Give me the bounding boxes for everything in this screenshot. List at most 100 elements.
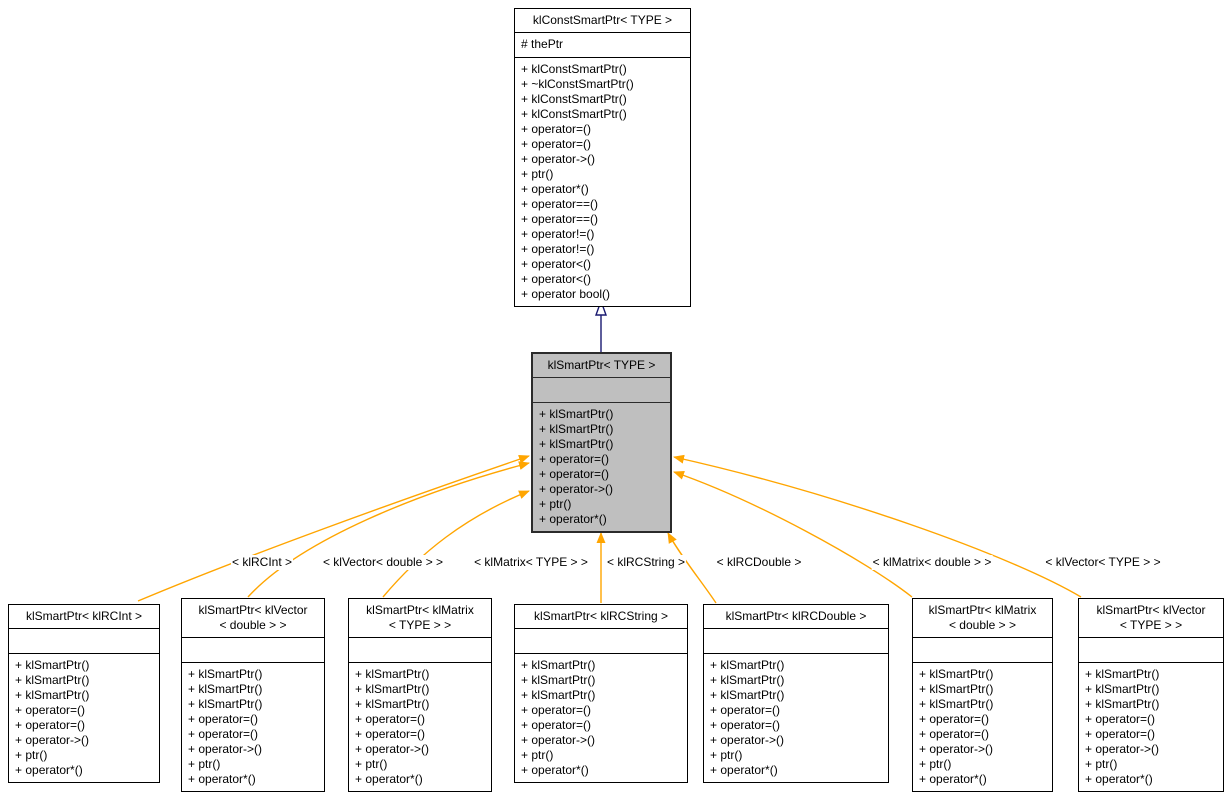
method-line: + operator=() [355, 727, 426, 741]
class-node-klSmartPtr-klRCDouble[interactable]: klSmartPtr< klRCDouble > + klSmartPtr()+… [703, 604, 889, 783]
class-node-methods: + klSmartPtr()+ klSmartPtr()+ klSmartPtr… [515, 654, 687, 782]
method-line: + ptr() [355, 757, 388, 771]
method-line: + klSmartPtr() [15, 673, 90, 687]
method-line: + klSmartPtr() [521, 688, 596, 702]
method-line: + ptr() [521, 748, 554, 762]
edge-template-args-label: < klMatrix< TYPE > > [473, 555, 589, 570]
instantiation-edge-klSmartPtr-klVector-double [247, 461, 530, 598]
class-name-line: < TYPE > > [1119, 618, 1183, 632]
class-node-klSmartPtr-TYPE[interactable]: klSmartPtr< TYPE > + klSmartPtr()+ klSma… [531, 352, 672, 533]
method-line: + operator==() [521, 212, 599, 226]
class-name-line: klSmartPtr< TYPE > [547, 358, 656, 372]
method-line: + klSmartPtr() [521, 658, 596, 672]
method-line: + operator->() [355, 742, 430, 756]
method-line: + operator->() [1085, 742, 1160, 756]
method-line: + klSmartPtr() [521, 673, 596, 687]
class-node-klSmartPtr-klVector-double[interactable]: klSmartPtr< klVector< double > > + klSma… [181, 598, 325, 792]
method-line: + klSmartPtr() [355, 697, 430, 711]
method-line: + ptr() [521, 167, 554, 181]
class-node-methods: + klSmartPtr()+ klSmartPtr()+ klSmartPtr… [9, 654, 159, 782]
class-node-attributes [913, 638, 1052, 663]
class-node-klSmartPtr-klMatrix-TYPE[interactable]: klSmartPtr< klMatrix< TYPE > > + klSmart… [348, 598, 492, 792]
method-line: + operator*() [355, 772, 423, 786]
class-node-methods: + klSmartPtr()+ klSmartPtr()+ klSmartPtr… [704, 654, 888, 782]
method-line: + klSmartPtr() [15, 688, 90, 702]
method-line: + operator=() [355, 712, 426, 726]
method-line: + klSmartPtr() [919, 697, 994, 711]
class-node-klSmartPtr-klRCInt[interactable]: klSmartPtr< klRCInt > + klSmartPtr()+ kl… [8, 604, 160, 783]
class-node-title: klSmartPtr< klRCDouble > [704, 605, 888, 629]
class-node-methods: + klSmartPtr()+ klSmartPtr()+ klSmartPtr… [533, 403, 670, 531]
method-line: + klSmartPtr() [539, 407, 614, 421]
method-line: + operator->() [521, 152, 596, 166]
class-node-attributes [182, 638, 324, 663]
class-node-methods: + klSmartPtr()+ klSmartPtr()+ klSmartPtr… [182, 663, 324, 791]
method-line: + operator*() [919, 772, 987, 786]
method-line: + operator=() [710, 703, 781, 717]
method-line: + operator->() [710, 733, 785, 747]
method-line: + klSmartPtr() [188, 667, 263, 681]
method-line: + operator=() [1085, 727, 1156, 741]
class-node-klConstSmartPtr-TYPE[interactable]: klConstSmartPtr< TYPE > # thePtr + klCon… [514, 8, 691, 307]
method-line: + operator=() [539, 467, 610, 481]
class-name-line: < double > > [219, 618, 287, 632]
class-node-title: klSmartPtr< klVector< TYPE > > [1079, 599, 1223, 638]
instantiation-edge-klSmartPtr-klMatrix-TYPE [382, 490, 530, 598]
method-line: + ptr() [1085, 757, 1118, 771]
class-node-title: klConstSmartPtr< TYPE > [515, 9, 690, 33]
method-line: + operator=() [521, 718, 592, 732]
class-node-title: klSmartPtr< klMatrix< double > > [913, 599, 1052, 638]
instantiation-edge-klSmartPtr-klVector-TYPE [673, 454, 1082, 598]
method-line: + ptr() [539, 497, 572, 511]
class-name-line: klSmartPtr< klRCString > [533, 609, 669, 623]
instantiation-edge-klSmartPtr-klRCInt [137, 454, 530, 602]
method-line: + operator*() [15, 763, 83, 777]
method-line: + klConstSmartPtr() [521, 107, 627, 121]
method-line: + klConstSmartPtr() [521, 62, 627, 76]
method-line: + klSmartPtr() [710, 658, 785, 672]
method-line: + operator*() [1085, 772, 1153, 786]
method-line: + operator<() [521, 272, 592, 286]
class-name-line: klConstSmartPtr< TYPE > [532, 13, 673, 27]
method-line: + operator=() [15, 703, 86, 717]
class-node-attributes [1079, 638, 1223, 663]
edge-template-args-label: < klRCDouble > [715, 555, 803, 570]
class-node-attributes [533, 378, 670, 403]
method-line: + operator->() [188, 742, 263, 756]
class-node-klSmartPtr-klRCString[interactable]: klSmartPtr< klRCString > + klSmartPtr()+… [514, 604, 688, 783]
class-node-title: klSmartPtr< klMatrix< TYPE > > [349, 599, 491, 638]
method-line: + ptr() [188, 757, 221, 771]
class-node-attributes [349, 638, 491, 663]
method-line: + operator=() [15, 718, 86, 732]
method-line: + operator!=() [521, 242, 595, 256]
method-line: + operator->() [521, 733, 596, 747]
method-line: + klSmartPtr() [355, 682, 430, 696]
class-node-attributes: # thePtr [515, 33, 690, 58]
class-node-klSmartPtr-klMatrix-double[interactable]: klSmartPtr< klMatrix< double > > + klSma… [912, 598, 1053, 792]
method-line: + operator=() [539, 452, 610, 466]
method-line: + operator==() [521, 197, 599, 211]
class-node-klSmartPtr-klVector-TYPE[interactable]: klSmartPtr< klVector< TYPE > > + klSmart… [1078, 598, 1224, 792]
method-line: + klSmartPtr() [539, 437, 614, 451]
class-name-line: klSmartPtr< klRCDouble > [725, 609, 867, 623]
edge-template-args-label: < klVector< TYPE > > [1044, 555, 1162, 570]
method-line: + klSmartPtr() [1085, 697, 1160, 711]
method-line: + operator=() [919, 727, 990, 741]
method-line: + operator=() [521, 137, 592, 151]
method-line: + ptr() [710, 748, 743, 762]
class-name-line: klSmartPtr< klVector [198, 603, 308, 617]
method-line: + klSmartPtr() [710, 688, 785, 702]
class-node-attributes [515, 629, 687, 654]
method-line: + klSmartPtr() [188, 682, 263, 696]
method-line: + ptr() [15, 748, 48, 762]
method-line: + operator*() [521, 182, 589, 196]
method-line: + klSmartPtr() [188, 697, 263, 711]
method-line: + operator=() [1085, 712, 1156, 726]
class-name-line: klSmartPtr< klMatrix [928, 603, 1037, 617]
method-line: + klSmartPtr() [539, 422, 614, 436]
class-name-line: klSmartPtr< klRCInt > [25, 609, 143, 623]
method-line: + ~klConstSmartPtr() [521, 77, 634, 91]
method-line: + klSmartPtr() [1085, 667, 1160, 681]
class-node-attributes [9, 629, 159, 654]
